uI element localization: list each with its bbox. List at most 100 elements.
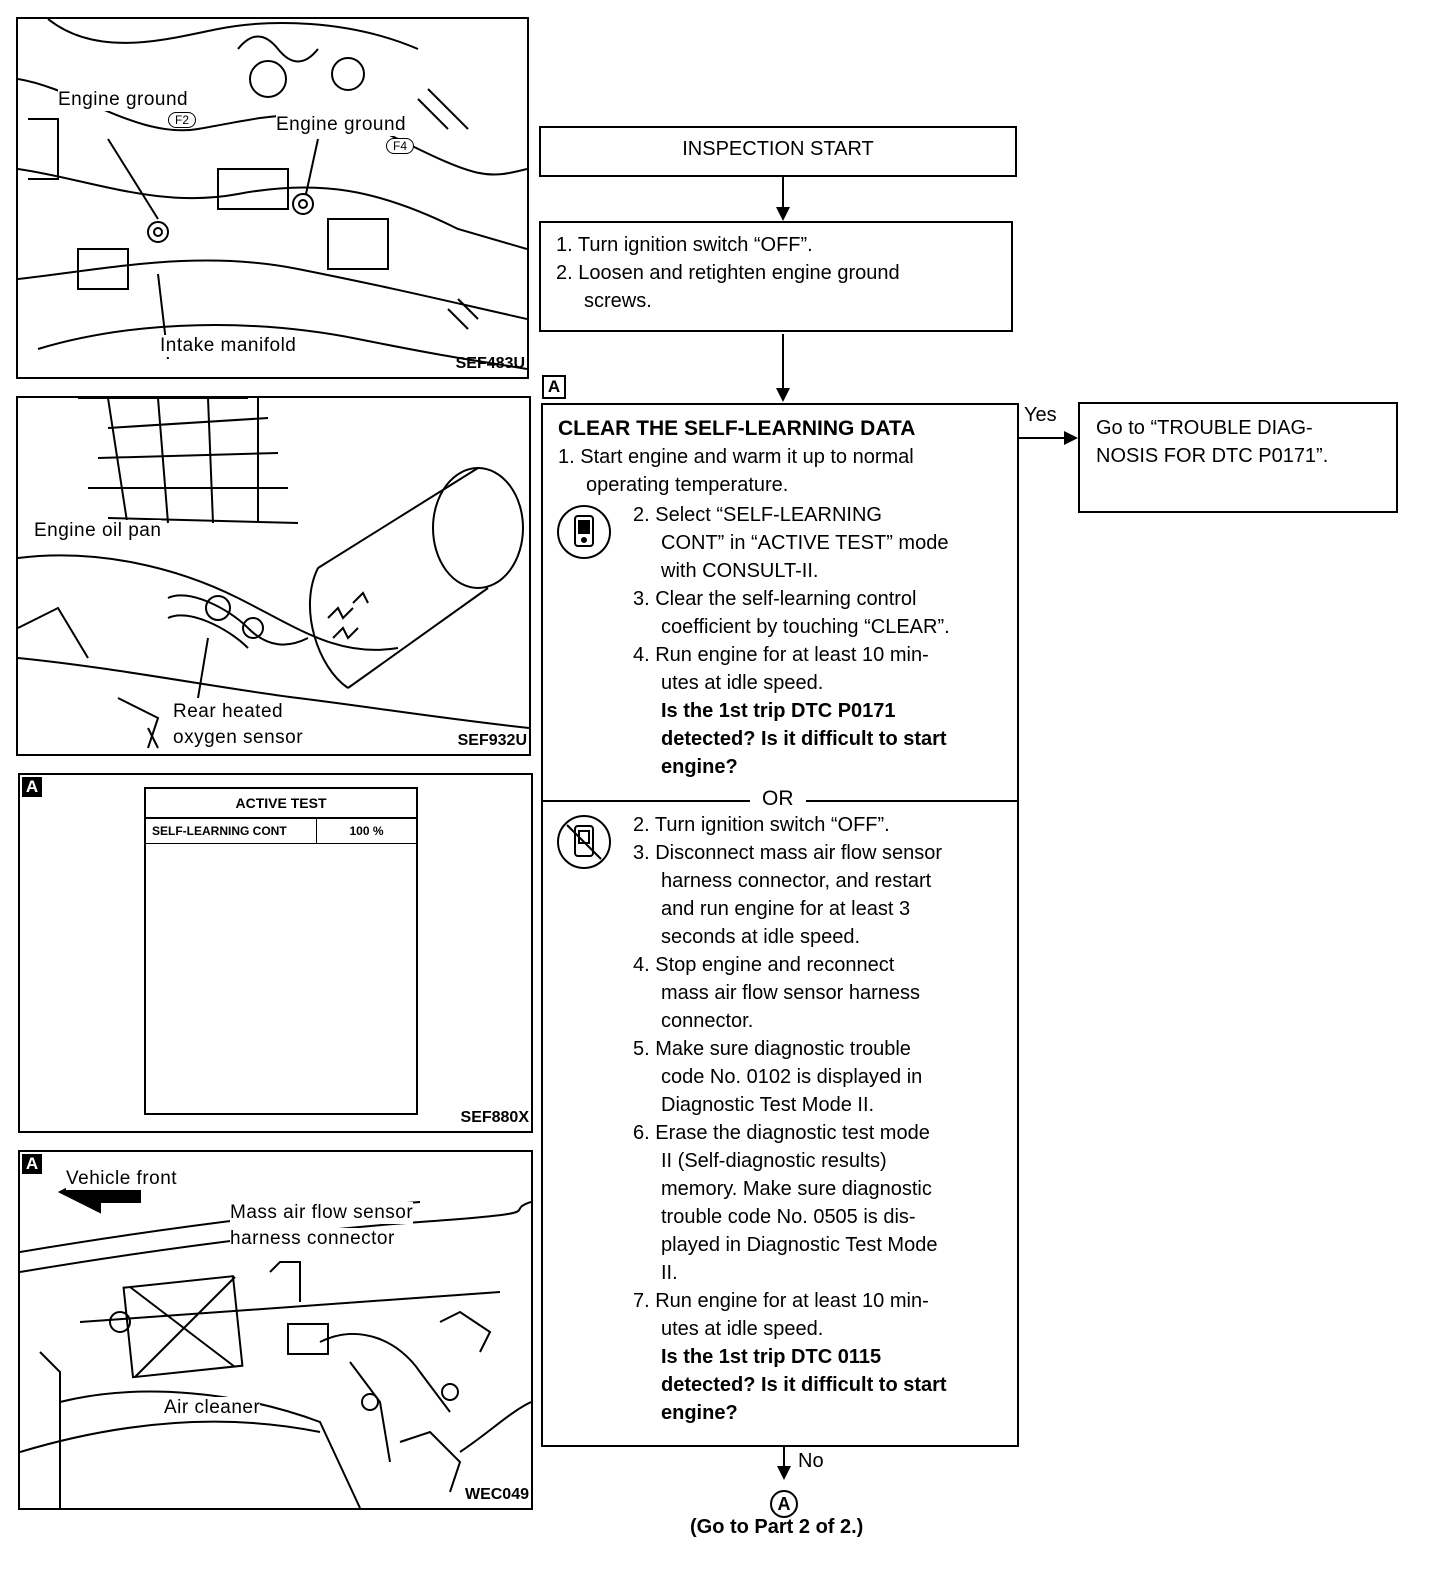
- yes-box-line-2: NOSIS FOR DTC P0171”.: [1096, 445, 1329, 467]
- consult-step-3-line-1: 3. Clear the self-learning control: [633, 588, 917, 610]
- no-consult-step-5-line-3: Diagnostic Test Mode II.: [661, 1094, 875, 1116]
- label-air-cleaner: Air cleaner: [164, 1397, 261, 1419]
- self-learning-value: 100 %: [349, 824, 384, 838]
- label-f2: F2: [168, 112, 197, 128]
- consult-step-4-line-1: 4. Run engine for at least 10 min-: [633, 644, 929, 666]
- label-engine-oil-pan: Engine oil pan: [34, 520, 162, 542]
- arrow-down: [776, 207, 790, 221]
- step1-item-2-cont: screws.: [584, 290, 652, 312]
- main-step-1: 1. Start engine and warm it up to normal: [558, 446, 914, 468]
- consult-step-4: 4. Run engine for at least 10 min- utes …: [633, 641, 1013, 697]
- no-consult-step-7: 7. Run engine for at least 10 min- utes …: [633, 1287, 1013, 1343]
- no-consult-step-6-line-4: trouble code No. 0505 is dis-: [661, 1206, 916, 1228]
- no-consult-step-7-line-2: utes at idle speed.: [661, 1318, 824, 1340]
- figure-oxygen-sensor: Engine oil pan Rear heated oxygen sensor…: [16, 396, 531, 756]
- figure-code: SEF932U: [457, 732, 527, 749]
- figure-code: SEF483U: [455, 355, 525, 372]
- label-maf-connector: harness connector: [230, 1228, 395, 1250]
- clear-self-learning-box: CLEAR THE SELF-LEARNING DATA 1. Start en…: [541, 403, 1019, 1447]
- section-badge: A: [22, 777, 42, 797]
- no-consult-step-4-line-3: connector.: [661, 1010, 754, 1032]
- label-maf-sensor: Mass air flow sensor: [230, 1202, 414, 1224]
- yes-connector-line: [1017, 437, 1067, 439]
- label-engine-ground-1: Engine ground: [58, 89, 189, 111]
- label-rear-heated: Rear heated: [173, 701, 284, 723]
- main-step-1-cont: operating temperature.: [586, 474, 789, 496]
- no-consult-step-7-line-1: 7. Run engine for at least 10 min-: [633, 1290, 929, 1312]
- no-consult-step-6-line-1: 6. Erase the diagnostic test mode: [633, 1122, 930, 1144]
- no-consult-step-2-line-1: 2. Turn ignition switch “OFF”.: [633, 814, 890, 836]
- arrow-right: [1064, 431, 1078, 445]
- no-consult-step-6-line-5: played in Diagnostic Test Mode: [661, 1234, 938, 1256]
- no-label: No: [798, 1450, 824, 1472]
- question-2-line-3: engine?: [661, 1402, 738, 1424]
- trouble-diagnosis-box: Go to “TROUBLE DIAG- NOSIS FOR DTC P0171…: [1078, 402, 1398, 513]
- no-consult-step-3: 3. Disconnect mass air flow sensor harne…: [633, 839, 1013, 951]
- label-engine-ground-2: Engine ground: [276, 114, 407, 136]
- active-test-title: ACTIVE TEST: [146, 789, 416, 819]
- step1-box: 1. Turn ignition switch “OFF”. 2. Loosen…: [539, 221, 1013, 332]
- no-consult-step-3-line-4: seconds at idle speed.: [661, 926, 861, 948]
- figure-engine-ground: Engine ground F2 Engine ground F4 Intake…: [16, 17, 529, 379]
- connector-a-label: A: [777, 1494, 791, 1514]
- consult-step-3: 3. Clear the self-learning control coeff…: [633, 585, 1013, 641]
- question-2-line-1: Is the 1st trip DTC 0115: [661, 1346, 882, 1368]
- figure-code: SEF880X: [460, 1109, 529, 1126]
- consult-step-3-line-2: coefficient by touching “CLEAR”.: [661, 616, 950, 638]
- self-learning-label: SELF-LEARNING CONT: [146, 819, 317, 843]
- connector-line: [782, 334, 784, 390]
- section-badge: A: [542, 375, 566, 399]
- figure-active-test: A ACTIVE TEST SELF-LEARNING CONT 100 % S…: [18, 773, 533, 1133]
- or-label: OR: [750, 785, 806, 813]
- no-consult-tool-icon: [557, 815, 611, 869]
- arrow-down: [777, 1466, 791, 1480]
- consult-step-4-line-2: utes at idle speed.: [661, 672, 824, 694]
- section-badge: A: [22, 1154, 42, 1174]
- label-vehicle-front: Vehicle front: [66, 1168, 178, 1190]
- no-consult-step-4-line-2: mass air flow sensor harness: [661, 982, 920, 1004]
- no-consult-step-6-line-3: memory. Make sure diagnostic: [661, 1178, 932, 1200]
- no-consult-step-5-line-1: 5. Make sure diagnostic trouble: [633, 1038, 911, 1060]
- question-2: Is the 1st trip DTC 0115 detected? Is it…: [633, 1343, 1013, 1427]
- active-test-screen: ACTIVE TEST SELF-LEARNING CONT 100 %: [144, 787, 418, 1115]
- consult-step-2-line-3: with CONSULT-II.: [661, 560, 819, 582]
- consult-step-2-line-2: CONT” in “ACTIVE TEST” mode: [661, 532, 949, 554]
- figure-code: WEC049: [464, 1486, 529, 1503]
- no-consult-step-6-line-6: II.: [661, 1262, 678, 1284]
- no-connector-line: [783, 1446, 785, 1468]
- active-test-row: SELF-LEARNING CONT 100 %: [146, 819, 416, 844]
- consult-step-2-line-1: 2. Select “SELF-LEARNING: [633, 504, 882, 526]
- no-consult-step-5-line-2: code No. 0102 is displayed in: [661, 1066, 923, 1088]
- connector-a-circle: A: [770, 1490, 798, 1518]
- no-consult-step-3-line-3: and run engine for at least 3: [661, 898, 911, 920]
- main-title: CLEAR THE SELF-LEARNING DATA: [558, 417, 916, 440]
- step1-item-2: 2. Loosen and retighten engine ground: [556, 262, 900, 284]
- yes-box-line-1: Go to “TROUBLE DIAG-: [1096, 417, 1313, 439]
- goto-part-2: (Go to Part 2 of 2.): [690, 1516, 864, 1538]
- label-f4: F4: [386, 138, 415, 154]
- no-consult-step-6-line-2: II (Self-diagnostic results): [661, 1150, 887, 1172]
- connector-line: [782, 175, 784, 209]
- consult-tool-icon: [557, 505, 611, 559]
- inspection-start-label: INSPECTION START: [682, 138, 874, 160]
- question-1: Is the 1st trip DTC P0171 detected? Is i…: [633, 697, 1013, 781]
- figure-maf-sensor: A Vehicle front Mass air flow sensor har…: [18, 1150, 533, 1510]
- no-consult-step-2: 2. Turn ignition switch “OFF”.: [633, 811, 1013, 839]
- question-1-line-1: Is the 1st trip DTC P0171: [661, 700, 896, 722]
- no-consult-step-3-line-2: harness connector, and restart: [661, 870, 932, 892]
- yes-label: Yes: [1024, 404, 1057, 426]
- no-consult-step-5: 5. Make sure diagnostic trouble code No.…: [633, 1035, 1013, 1119]
- no-consult-step-6: 6. Erase the diagnostic test mode II (Se…: [633, 1119, 1013, 1287]
- no-consult-step-3-line-1: 3. Disconnect mass air flow sensor: [633, 842, 943, 864]
- no-consult-step-4: 4. Stop engine and reconnect mass air fl…: [633, 951, 1013, 1035]
- step1-item-1: 1. Turn ignition switch “OFF”.: [556, 234, 813, 256]
- question-1-line-3: engine?: [661, 756, 738, 778]
- question-1-line-2: detected? Is it difficult to start: [661, 728, 947, 750]
- inspection-start-box: INSPECTION START: [539, 126, 1017, 177]
- label-oxygen-sensor: oxygen sensor: [173, 727, 304, 749]
- question-2-line-2: detected? Is it difficult to start: [661, 1374, 947, 1396]
- arrow-down: [776, 388, 790, 402]
- label-intake-manifold: Intake manifold: [160, 335, 297, 357]
- no-consult-step-4-line-1: 4. Stop engine and reconnect: [633, 954, 895, 976]
- engine-ground-illustration: [18, 19, 527, 370]
